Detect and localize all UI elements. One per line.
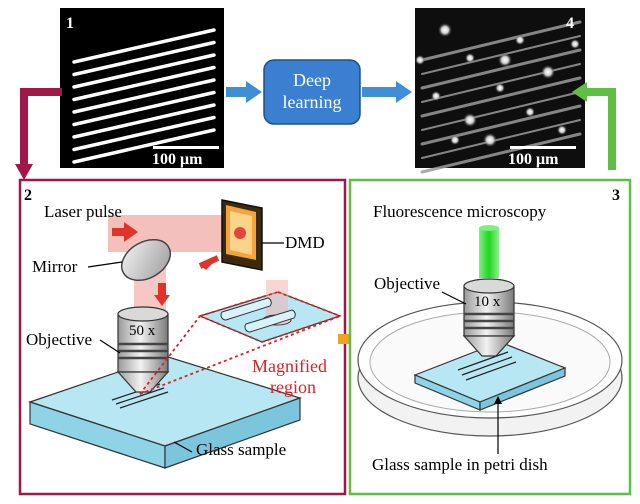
fluorescent-cell [450,135,460,145]
objective-10x-mag-label: 10 x [474,294,501,310]
green-excitation-beam [479,228,499,278]
objective-label: Objective [26,330,92,349]
connector-3-to-4 [572,82,616,170]
arrow-1-to-deep-learning [226,81,262,103]
fluorescent-cell [431,91,441,101]
connector-1-to-2 [15,88,62,180]
fluorescent-cell [415,55,425,65]
fluorescent-cell [525,107,535,117]
fluorescent-fiber [420,104,582,146]
fluorescent-fiber [420,20,582,62]
objective-50x-mag-label: 50 x [129,323,156,339]
laser-stripe [72,90,216,127]
fluorescence-label: Fluorescence microscopy [373,202,547,221]
mirror [121,238,171,282]
objective-pointer-p3 [441,291,467,305]
mirror-pointer [87,261,123,268]
fluorescent-cell [463,113,477,127]
laser-stripe [72,65,216,102]
panel-4-number: 4 [566,15,574,32]
objective-50x [116,306,170,393]
fluorescent-cell [438,23,452,37]
laser-arrow-down [154,283,170,306]
panel-1-pattern-image [60,8,224,168]
panel-2-number: 2 [24,187,32,204]
laser-stripe [72,115,216,152]
panel-4-scalebar-label: 100 μm [508,151,559,168]
laser-stripe [72,28,216,64]
panel-4-fluorescence-image [415,8,585,174]
fluorescent-cell [541,65,555,79]
mirror-label: Mirror [32,257,78,276]
laser-pulse-label: Laser pulse [44,202,122,221]
glass-sample-block [28,355,302,469]
laser-stripe [72,40,216,77]
glass-sample-in-dish [413,341,567,411]
fluorescent-fiber [420,48,582,90]
magnified-label-line1: Magnified [252,356,327,376]
laser-stripe [72,53,216,89]
panel-4-scalebar-line [510,146,576,149]
laser-arrow-from-dmd [198,255,220,270]
laser-arrow-in [112,222,138,242]
fluorescent-cell [483,133,497,147]
fluorescent-fiber [420,76,582,118]
panel-1-scalebar-line [153,146,219,149]
laser-stripe [72,103,216,139]
fluorescent-cell [465,53,475,63]
fluorescent-fiber [421,119,581,159]
laser-stripe [72,78,216,114]
laser-stripe [72,128,216,164]
glass-dish-label: Glass sample in petri dish [372,455,548,474]
objective-pointer [99,339,121,354]
deep-learning-label-line1: Deep [293,70,331,90]
objective-10x [462,278,516,357]
glass-sample-pointer [173,441,193,453]
magnified-region-callout [139,291,341,395]
fluorescent-cell [495,83,505,93]
deep-learning-box [263,59,361,125]
glass-sample-label: Glass sample [196,440,286,459]
objective-label-p3: Objective [374,274,440,293]
fluorescent-cell [515,35,525,45]
deep-learning-label-line2: learning [283,92,342,112]
arrow-deep-learning-to-4 [362,81,412,103]
fluorescent-fiber [421,91,581,131]
fluorescent-cell [557,125,567,135]
fluorescent-fiber [420,132,582,174]
dmd-device [221,199,263,271]
dmd-label: DMD [285,233,325,252]
panel-3-number: 3 [612,187,620,204]
panel-1-number: 1 [66,15,74,32]
magnified-label-line2: region [270,377,316,397]
fluorescent-cell [498,53,512,67]
fluorescent-cell [570,39,580,49]
panel-1-scalebar-label: 100 μm [152,151,203,168]
